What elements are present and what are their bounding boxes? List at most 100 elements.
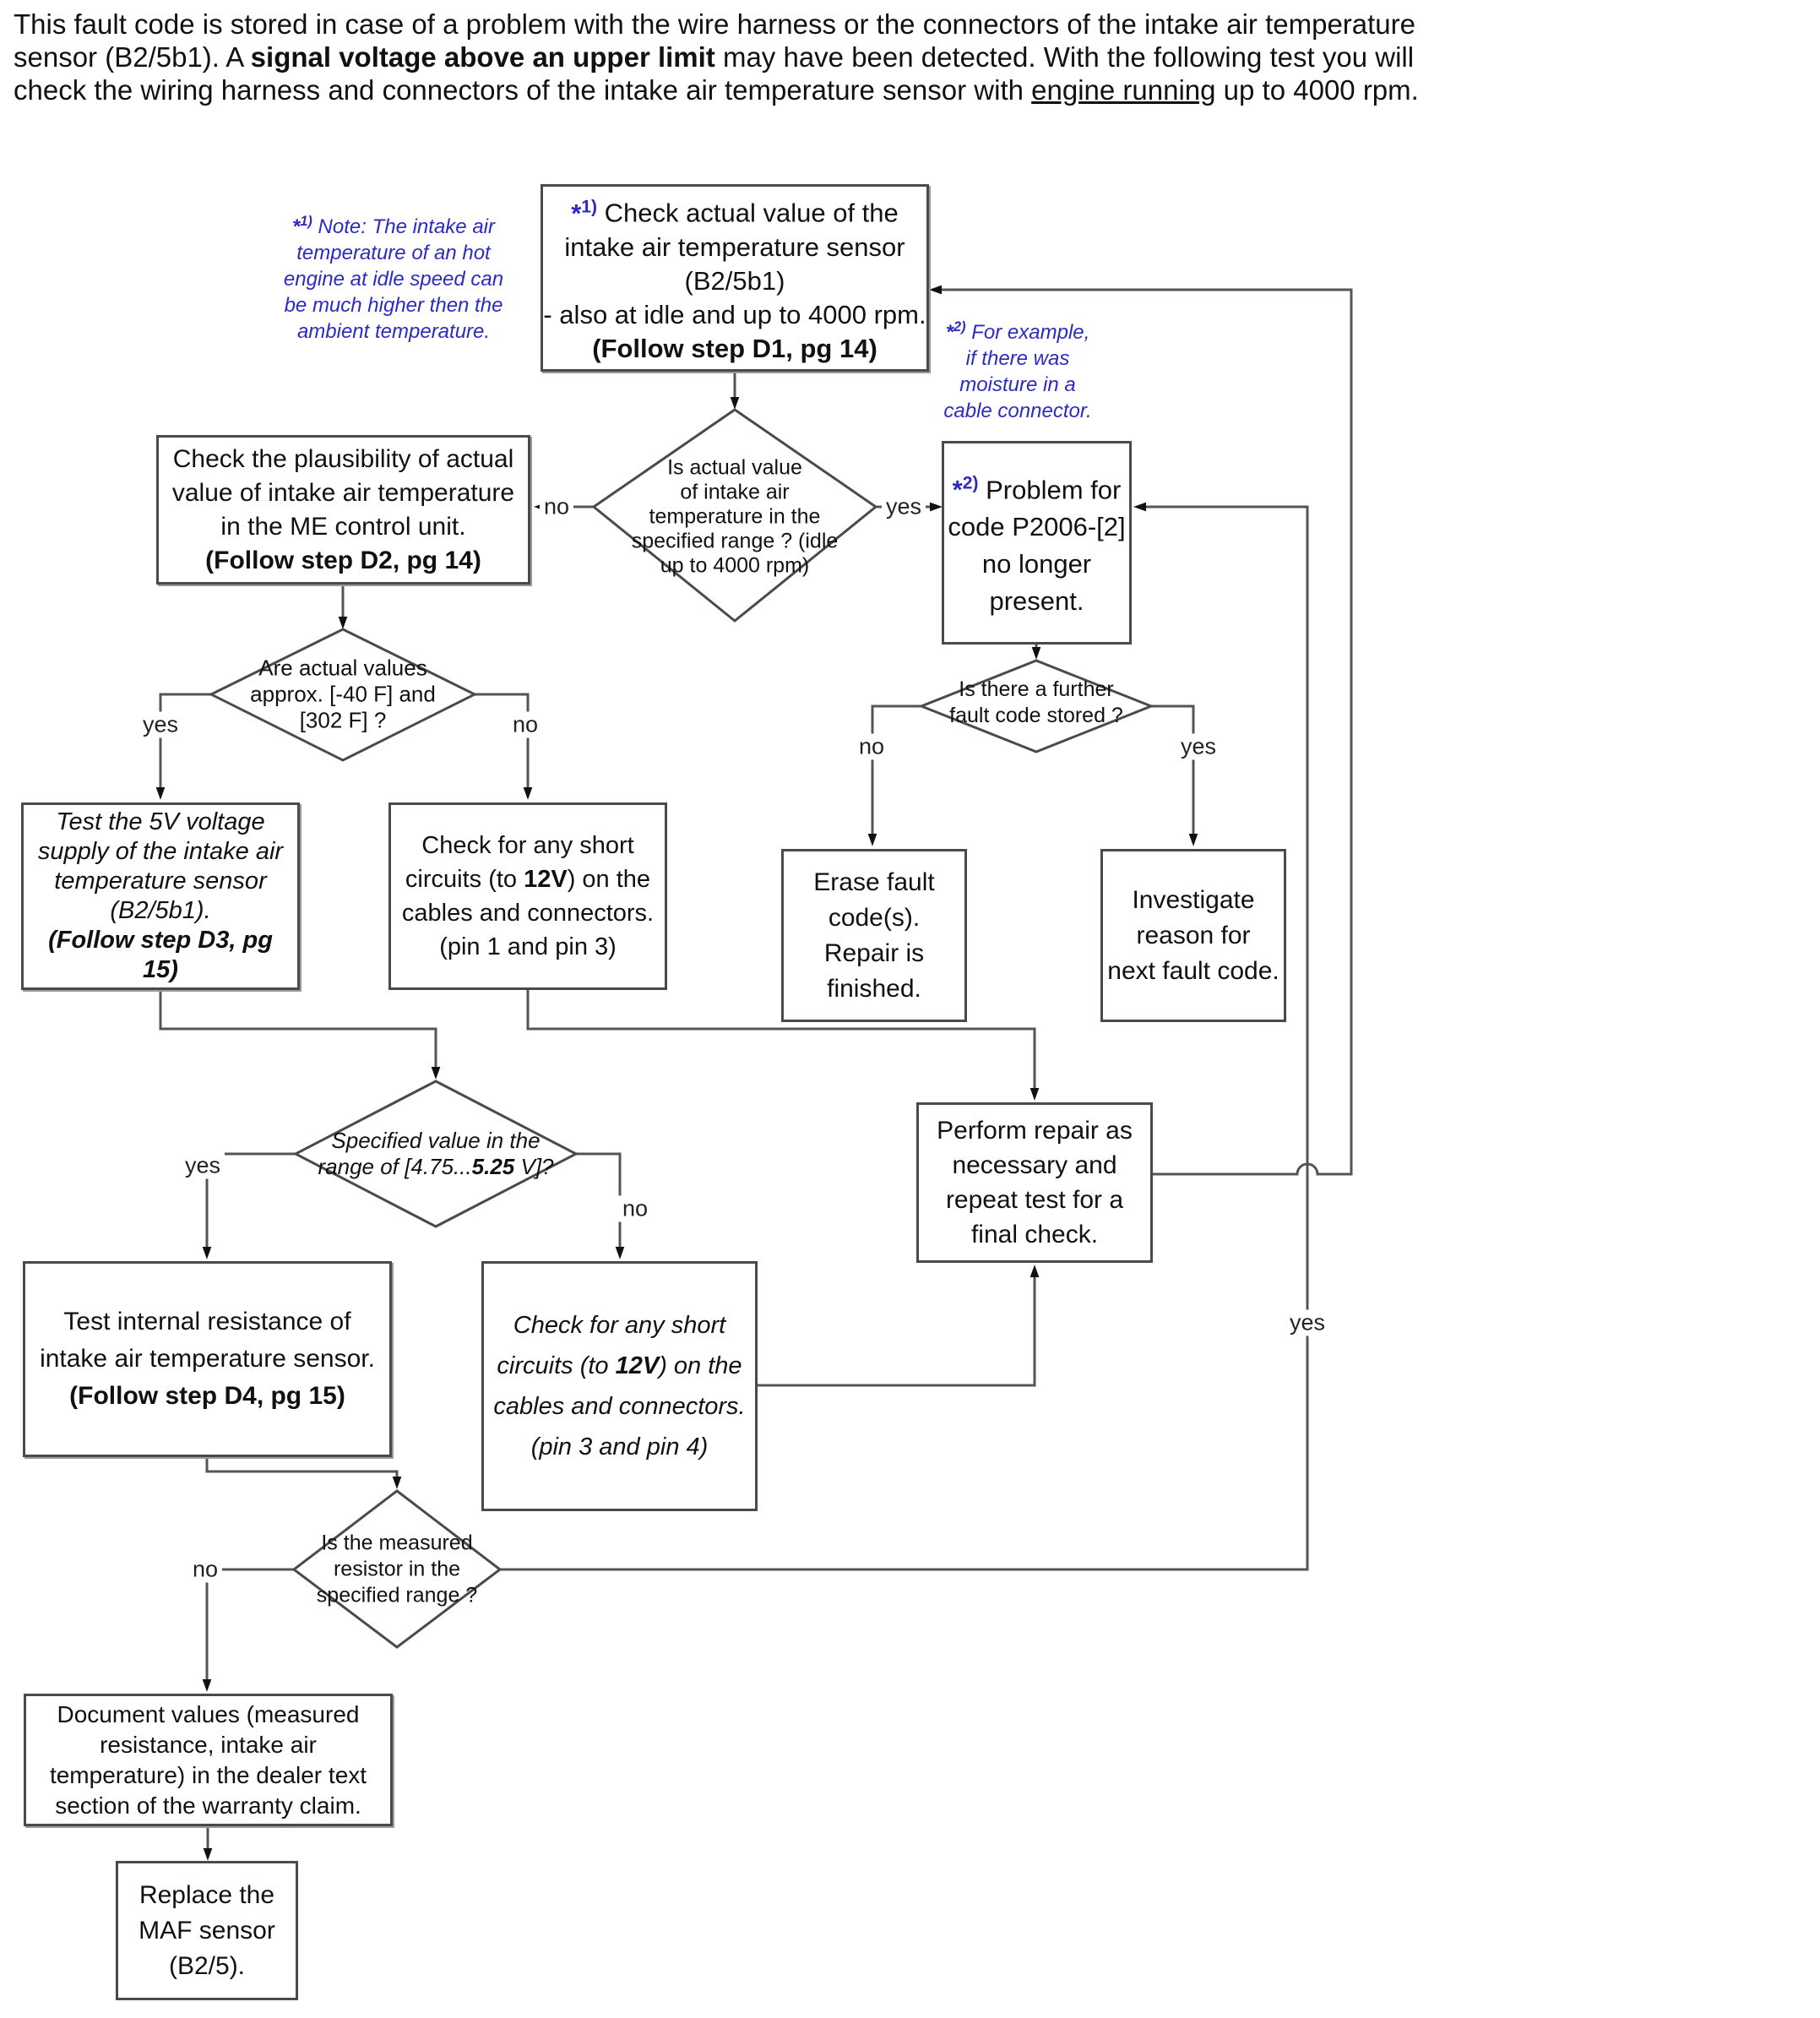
box-line: present. (989, 586, 1084, 617)
box-line: (B2/5b1). (110, 897, 211, 924)
box-line: temperature) in the dealer text (49, 1761, 367, 1788)
box-line: (B2/5). (168, 1951, 246, 1980)
box-check-short-circuits-pin3-pin4: Check for any short circuits (to 12V) on… (481, 1261, 758, 1511)
edge-d2-yes-to-b4 (155, 693, 211, 800)
box-line: (Follow step D1, pg 14) (592, 333, 877, 363)
box-line: Repair is (823, 938, 925, 967)
box-problem-no-longer-present: *2) Problem for code P2006-[2] no longer… (942, 441, 1132, 645)
diamond-line: Is the measured (321, 1531, 473, 1555)
edge-d5-yes-to-b3 (500, 502, 1309, 1571)
box-line: value of intake air temperature (171, 478, 515, 507)
note-moisture-example: *2) For example, if there was moisture i… (933, 314, 1102, 424)
box-line: temperature sensor (54, 868, 267, 895)
box-line: section of the warranty claim. (55, 1792, 361, 1819)
box-line: circuits (to 12V) on the (497, 1352, 742, 1379)
edge-d2-no-to-b5 (475, 693, 533, 800)
box-line: Perform repair as (937, 1117, 1133, 1145)
box-line: resistance, intake air (100, 1731, 317, 1758)
diamond-line: [302 F] ? (299, 707, 387, 733)
box-line: reason for (1136, 921, 1251, 949)
diamond-further-fault-code-text: Is there a further fault code stored ? (949, 677, 1123, 729)
box-line: (Follow step D4, pg 15) (69, 1382, 345, 1410)
label-yes-d2: yes (138, 711, 183, 738)
box-check-plausibility: Check the plausibility of actual value o… (156, 435, 530, 585)
box-replace-maf-sensor: Replace the MAF sensor (B2/5). (116, 1861, 298, 2000)
diamond-line: fault code stored ? (949, 704, 1123, 727)
box-investigate-next-fault-code: Investigate reason for next fault code. (1100, 849, 1286, 1022)
diamond-line: specified range ? (316, 1583, 478, 1607)
diamond-actual-value-in-range-text: Is actual value of intake air temperatur… (632, 456, 839, 579)
box-line: cables and connectors. (493, 1393, 746, 1420)
diamond-line: range of [4.75...5.25 V]? (318, 1154, 554, 1179)
box-line: finished. (827, 974, 921, 1003)
diamond-further-fault-code (917, 659, 1155, 753)
box-line: MAF sensor (139, 1916, 275, 1945)
box-line: Investigate (1132, 885, 1255, 914)
label-yes-d4: yes (180, 1152, 225, 1179)
box-line: 15) (143, 956, 178, 983)
box-line: Check the plausibility of actual (172, 444, 514, 473)
box-line: circuits (to 12V) on the (405, 866, 651, 893)
box-line: (B2/5b1) (684, 265, 785, 296)
note-line: engine at idle speed can (283, 268, 504, 291)
note-line: cable connector. (943, 400, 1092, 422)
edge-d4-no-to-b9 (576, 1152, 625, 1259)
box-line: (pin 1 and pin 3) (439, 933, 617, 960)
diamond-line: Are actual values (258, 655, 427, 681)
edge-b5-to-b10 (526, 990, 1040, 1101)
diamond-line: Specified value in the (331, 1128, 541, 1153)
diamond-measured-resistor-range (291, 1489, 503, 1649)
box-line: in the ME control unit. (220, 512, 466, 541)
box-line: code P2006-[2] (948, 512, 1126, 542)
intro-paragraph: This fault code is stored in case of a p… (14, 8, 1419, 106)
diamond-actual-values-approx (208, 628, 478, 762)
box-perform-repair: Perform repair as necessary and repeat t… (916, 1102, 1153, 1263)
diamond-specified-value-range-text: Specified value in the range of [4.75...… (318, 1128, 554, 1180)
intro-line-2: sensor (B2/5b1). A signal voltage above … (14, 41, 1415, 73)
diamond-line: Is actual value (667, 455, 802, 480)
box-line: necessary and (952, 1151, 1117, 1179)
note-line: moisture in a (959, 373, 1076, 396)
box-test-5v-supply: Test the 5V voltage supply of the intake… (21, 802, 300, 990)
box-document-values: Document values (measured resistance, in… (24, 1694, 393, 1826)
label-yes-d5: yes (1285, 1309, 1330, 1336)
note-line: ambient temperature. (296, 320, 491, 343)
diamond-actual-value-in-range (591, 408, 878, 623)
diamond-actual-values-approx-text: Are actual values approx. [-40 F] and [3… (250, 655, 436, 734)
note-line: be much higher then the (284, 294, 503, 317)
label-no-d4: no (617, 1195, 653, 1222)
box-line: *2) Problem for (952, 473, 1122, 505)
diamond-line: approx. [-40 F] and (250, 681, 436, 707)
box-line: (Follow step D2, pg 14) (205, 546, 481, 574)
box-line: *1) Check actual value of the (571, 197, 899, 228)
diamond-measured-resistor-range-text: Is the measured resistor in the specifie… (317, 1531, 477, 1609)
box-line: Test internal resistance of (63, 1308, 351, 1335)
box-check-short-circuits-pin1-pin3: Check for any short circuits (to 12V) on… (388, 802, 667, 990)
diamond-line: temperature in the (649, 504, 821, 529)
label-yes-d1: yes (881, 493, 926, 520)
intro-line-3: check the wiring harness and connectors … (14, 74, 1419, 106)
diamond-line: resistor in the (333, 1557, 461, 1581)
box-line: (Follow step D3, pg (48, 927, 273, 954)
label-no-d3: no (854, 733, 889, 760)
box-line: code(s). (828, 903, 921, 932)
box-line: Replace the (139, 1880, 275, 1909)
label-yes-d3: yes (1176, 733, 1221, 760)
note-line: temperature of an hot (296, 242, 491, 264)
box-test-internal-resistance: Test internal resistance of intake air t… (23, 1261, 392, 1457)
edge-d5-no-to-b11 (202, 1568, 294, 1692)
edge-b10-to-b1 (929, 285, 1353, 1176)
box-check-actual-value: *1) Check actual value of the intake air… (541, 184, 929, 372)
box-line: Check for any short (421, 832, 634, 859)
box-line: no longer (981, 549, 1092, 579)
box-line: final check. (970, 1221, 1099, 1248)
diamond-line: up to 4000 rpm) (660, 553, 810, 578)
edge-d3-yes-to-b7 (1151, 704, 1198, 846)
note-line: *1) Note: The intake air (292, 214, 495, 238)
diamond-line: specified range ? (idle (631, 529, 839, 553)
intro-line-1: This fault code is stored in case of a p… (14, 8, 1416, 40)
box-line: intake air temperature sensor (564, 231, 905, 262)
diamond-line: of intake air (680, 480, 790, 504)
edge-b4-to-d4 (159, 990, 441, 1080)
